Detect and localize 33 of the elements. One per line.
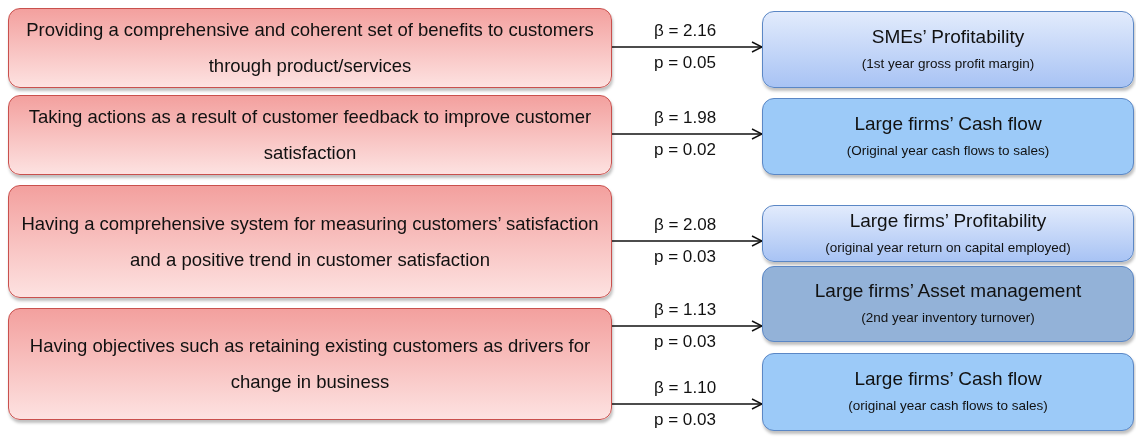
measure-text: (2nd year inventory turnover): [861, 309, 1035, 327]
edge-label: β = 1.10 p = 0.03: [652, 377, 718, 431]
practice-text: Having a comprehensive system for measuring customers’ satisfaction and a positive trend in customer satisfaction: [20, 211, 600, 272]
measure-text: (original year cash flows to sales): [848, 397, 1048, 415]
outcome-box: [762, 98, 1134, 175]
measure-text: (Original year cash flows to sales): [846, 141, 1050, 160]
edge-label: β = 1.13 p = 0.03: [652, 299, 718, 353]
arrow: [611, 128, 763, 140]
edge-label: β = 1.98 p = 0.02: [652, 107, 718, 161]
arrow: [611, 41, 763, 53]
practice-box: [8, 95, 612, 175]
edge-label: β = 2.16 p = 0.05: [652, 20, 718, 74]
arrow: [611, 320, 763, 332]
outcome-title: Large firms’ Profitability: [849, 208, 1047, 233]
outcome-box: [762, 353, 1134, 431]
measure-text: (1st year gross profit margin): [861, 54, 1035, 73]
edge-label: β = 2.08 p = 0.03: [652, 214, 718, 268]
outcome-title: SMEs’ Profitability: [871, 24, 1025, 49]
practice-box: [8, 8, 612, 88]
arrow: [611, 398, 763, 410]
practice-text: Having objectives such as retaining existing customers as drivers for change in business: [28, 334, 592, 394]
measure-text: (original year return on capital employed): [825, 238, 1071, 257]
outcome-title: Large firms’ Cash flow: [854, 367, 1042, 391]
outcome-box: [762, 205, 1134, 262]
arrow: [611, 235, 763, 247]
outcome-title: Large firms’ Cash flow: [854, 111, 1042, 136]
outcome-box: [762, 266, 1134, 342]
practice-text: Providing a comprehensive and coherent set of benefits to customers through product/services: [25, 18, 595, 78]
outcome-title: Large firms’ Asset management: [814, 279, 1082, 303]
practice-box: [8, 308, 612, 420]
practice-text: Taking actions as a result of customer feedback to improve customer satisfaction: [27, 105, 593, 165]
practice-box: [8, 185, 612, 298]
outcome-box: [762, 11, 1134, 88]
